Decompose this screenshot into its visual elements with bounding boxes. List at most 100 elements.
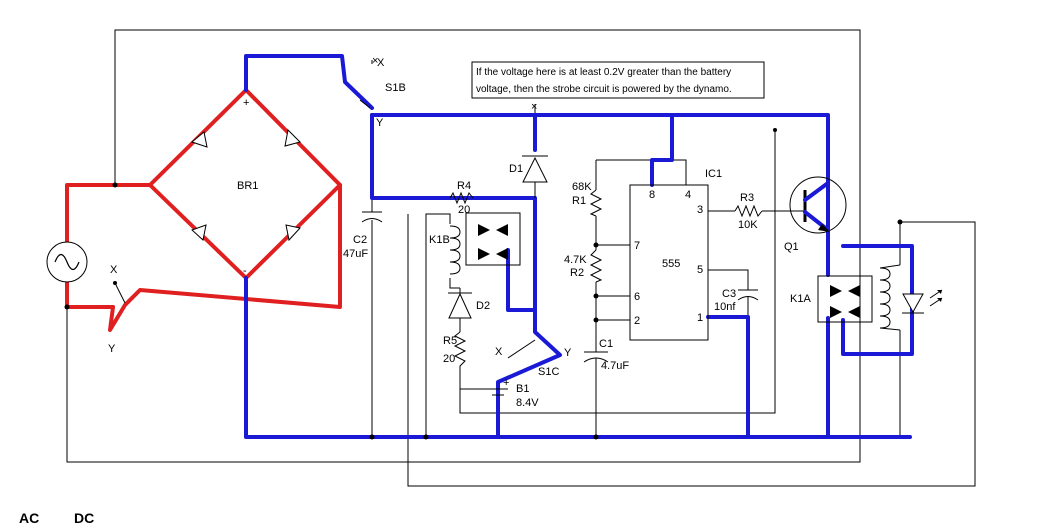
c1-capacitor: C1 4.7uF (583, 338, 629, 372)
voltage-note: If the voltage here is at least 0.2V gre… (471, 61, 765, 113)
bridge-diode-icon (285, 224, 301, 242)
r5-value-label: 20 (443, 353, 455, 365)
s1b-switch: X × S1B Y (359, 55, 406, 129)
junction-dot (897, 219, 903, 225)
junction-dot (64, 304, 70, 310)
ic1-pin8: 8 (649, 189, 655, 201)
c2-name-label: C2 (353, 234, 367, 246)
k1b-contact-icon (496, 224, 508, 236)
k1b-contact-icon (478, 248, 490, 260)
pin2-wire (595, 296, 630, 321)
k1a-contact-icon (830, 285, 842, 297)
ic1-pin7: 7 (634, 240, 640, 252)
br1-plus-label: + (243, 97, 249, 109)
led-diode-icon (902, 293, 924, 314)
ic1-pin6: 6 (634, 291, 640, 303)
dc-wires (244, 54, 914, 439)
wire-legend: AC DC (19, 510, 94, 526)
svg-text:×: × (531, 101, 537, 113)
k1b-coil-icon (449, 225, 461, 275)
bridge-diode-icon (190, 131, 208, 148)
q1-emitter-arrow-icon (818, 224, 830, 232)
pin5-wire (708, 269, 749, 290)
ac-switch-wire (108, 183, 342, 332)
bridge-rectifier: BR1 + - (190, 97, 301, 277)
switch-arm (114, 282, 126, 304)
junction-dot (593, 317, 599, 323)
r5-name-label: R5 (443, 335, 457, 347)
junction-dot (593, 242, 599, 248)
b1-plus-label: + (503, 377, 509, 389)
k1b-coil-left-wire (425, 213, 451, 437)
s1c-arm (507, 339, 536, 359)
d1-diode-icon (522, 156, 548, 183)
ic1-555-timer: IC1 555 8 4 3 7 6 5 2 1 (629, 168, 722, 341)
switch-y-label-left: Y (108, 343, 116, 355)
ic1-part-label: 555 (662, 258, 680, 270)
bridge-diode-icon (284, 128, 301, 147)
s1b-arm (359, 99, 371, 109)
r5-resistor: R5 20 (443, 331, 467, 368)
d2-label: D2 (476, 300, 490, 312)
svg-text:×: × (372, 55, 378, 67)
r3-resistor: R3 10K (734, 192, 763, 231)
junction-dot (773, 128, 777, 132)
dc-led-loop (841, 244, 914, 356)
s1b-label: S1B (385, 82, 406, 94)
s1c-y-label: Y (564, 347, 572, 359)
r3-name-label: R3 (740, 192, 754, 204)
r3-value-label: 10K (738, 219, 758, 231)
s1c-x-label: X (495, 346, 503, 358)
c3-value-label: 10nf (714, 301, 736, 313)
r2-resistor: 4.7K R2 (564, 249, 603, 283)
led-indicator (902, 289, 943, 314)
k1b-label: K1B (429, 234, 450, 246)
k1a-contact-icon (830, 306, 842, 318)
br1-minus-label: - (243, 265, 247, 277)
q1-label: Q1 (784, 241, 799, 253)
r5-zigzag (453, 331, 467, 368)
c2-capacitor: C2 47uF (343, 211, 383, 260)
k1b-coil-bottom-wire (449, 278, 460, 289)
ac-wires (65, 88, 342, 332)
switch-x-label-left: X (110, 264, 118, 276)
d1-label: D1 (509, 163, 523, 175)
k1a-coil-icon (879, 267, 891, 329)
r2-value-label: 4.7K (564, 254, 587, 266)
c2-value-label: 47uF (343, 248, 368, 260)
k1b-contact-icon (478, 224, 490, 236)
note-line-1: If the voltage here is at least 0.2V gre… (476, 67, 731, 78)
bridge-diode-icon (191, 224, 207, 241)
led-return-wire (407, 214, 976, 487)
k1a-label: K1A (790, 293, 811, 305)
dc-vcc-wire (650, 113, 674, 187)
r4-name-label: R4 (457, 180, 471, 192)
junction-dots (64, 128, 903, 440)
ic1-pin4: 4 (685, 189, 691, 201)
c1-name-label: C1 (599, 338, 613, 350)
dc-main-rail (370, 113, 830, 238)
note-line-2: voltage, then the strobe circuit is powe… (476, 84, 732, 95)
dc-ground-bus (244, 276, 912, 439)
dc-pin1-wire (706, 315, 750, 439)
ac-bottom-wire (65, 278, 115, 309)
r1-value-label: 68K (572, 181, 592, 193)
r3-zigzag (734, 204, 763, 218)
r4-zigzag (449, 191, 474, 205)
r2-name-label: R2 (570, 267, 584, 279)
b1-value-label: 8.4V (516, 397, 539, 409)
junction-dot (369, 434, 375, 440)
junction-dot (593, 434, 599, 440)
r2-zigzag (589, 249, 603, 283)
junction-dot (423, 434, 429, 440)
ac-top-wire (65, 183, 152, 247)
vcc-top-wire (596, 159, 687, 185)
r1-zigzag (589, 189, 603, 217)
junction-dot (593, 293, 599, 299)
s1c-label: S1C (538, 366, 559, 378)
dc-c2-d1-wire (370, 113, 537, 312)
ac-source-icon (46, 241, 88, 283)
battery-return-wire (459, 130, 776, 414)
k1b-contact-icon (496, 248, 508, 260)
